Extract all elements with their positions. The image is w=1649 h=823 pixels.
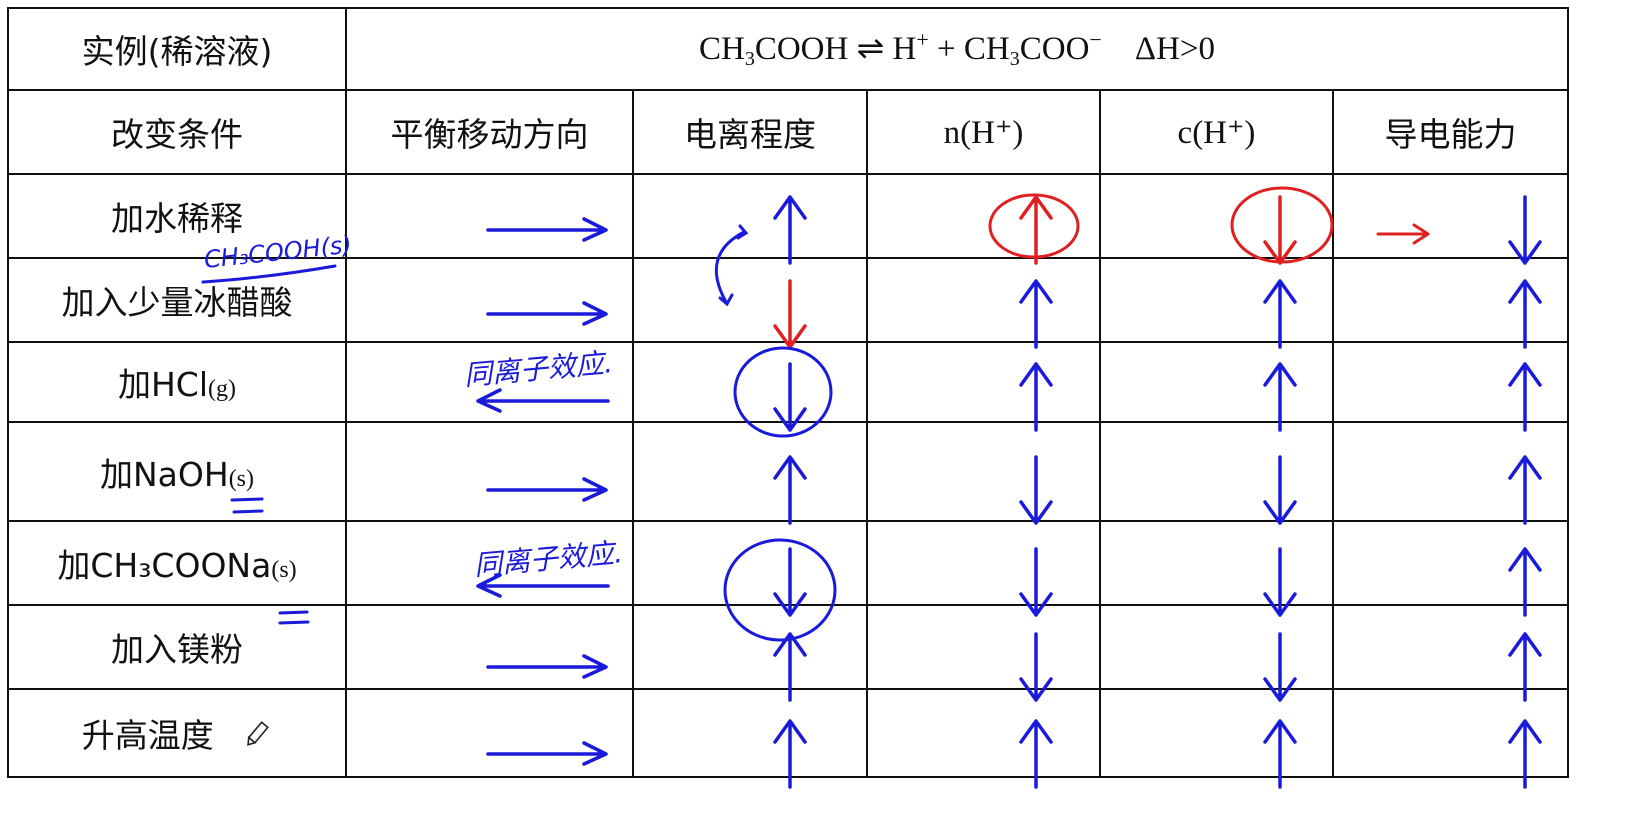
handwritten-arrow	[1019, 362, 1053, 432]
swap-arrow	[714, 230, 746, 304]
handwritten-arrow	[486, 301, 608, 326]
underline-mark	[201, 264, 337, 284]
col-header-condition: 改变条件	[7, 89, 347, 175]
handwritten-arrow	[1263, 547, 1297, 617]
handwritten-arrow	[486, 477, 608, 502]
equilibrium-table: 实例(稀溶液) CH3COOH ⇌ H+ + CH3COO− ΔH>0 改变条件…	[7, 7, 1569, 778]
handwritten-arrow	[773, 362, 807, 432]
handwritten-arrow	[1263, 632, 1297, 702]
example-label-cell: 实例(稀溶液)	[7, 7, 347, 91]
condition-cell: 加NaOH(s)	[7, 421, 347, 522]
handwritten-arrow	[1263, 195, 1297, 265]
handwritten-arrow	[1508, 195, 1542, 265]
pencil-icon[interactable]	[242, 718, 272, 757]
table-row: 加CH₃COONa(s)	[7, 520, 1569, 606]
col-header-c-h: c(H⁺)	[1099, 89, 1334, 175]
table-row: 升高温度	[7, 688, 1569, 778]
condition-cell: 加HCl(g)	[7, 341, 347, 423]
handwritten-note: 同离子效应.	[473, 536, 624, 582]
handwritten-arrow	[1019, 547, 1053, 617]
handwritten-arrow	[1376, 223, 1430, 245]
enthalpy-condition: ΔH>0	[1134, 31, 1216, 67]
condition-cell: 加水稀释	[7, 173, 347, 259]
circle-mark	[723, 538, 837, 642]
table-row: 加入镁粉	[7, 604, 1569, 690]
ionization-equation: CH3COOH ⇌ H+ + CH3COO− ΔH>0	[698, 27, 1216, 70]
header-row-columns: 改变条件 平衡移动方向 电离程度 n(H⁺) c(H⁺) 导电能力	[7, 89, 1569, 175]
col-header-n-h: n(H⁺)	[866, 89, 1101, 175]
example-label: 实例(稀溶液)	[81, 32, 273, 71]
circle-mark	[1230, 186, 1334, 264]
handwritten-arrow	[476, 388, 610, 413]
equilibrium-arrow: ⇌	[856, 31, 885, 67]
handwritten-arrow	[1019, 279, 1053, 349]
circle-mark	[988, 193, 1080, 259]
circle-mark	[733, 346, 833, 438]
handwritten-arrow	[1019, 719, 1053, 789]
handwritten-arrow	[1508, 279, 1542, 349]
handwritten-arrow	[476, 573, 610, 598]
col-header-ionization: 电离程度	[632, 89, 868, 175]
underline-mark	[278, 610, 310, 625]
header-row-example: 实例(稀溶液) CH3COOH ⇌ H+ + CH3COO− ΔH>0	[7, 7, 1569, 91]
handwritten-arrow	[1263, 279, 1297, 349]
handwritten-arrow	[1508, 362, 1542, 432]
table-row: 加水稀释	[7, 173, 1569, 259]
handwritten-arrow	[1263, 455, 1297, 525]
handwritten-arrow	[486, 654, 608, 679]
col-header-conductivity: 导电能力	[1332, 89, 1569, 175]
condition-cell: 加入镁粉	[7, 604, 347, 690]
condition-cell: 升高温度	[7, 688, 347, 778]
handwritten-arrow	[1508, 719, 1542, 789]
handwritten-arrow	[486, 741, 608, 766]
handwritten-note: 同离子效应.	[463, 346, 614, 392]
condition-cell: 加入少量冰醋酸	[7, 257, 347, 343]
handwritten-arrow	[486, 217, 608, 242]
handwritten-arrow	[773, 719, 807, 789]
col-header-shift: 平衡移动方向	[345, 89, 634, 175]
table-row: 加HCl(g)	[7, 341, 1569, 423]
handwritten-arrow	[1508, 547, 1542, 617]
condition-cell: 加CH₃COONa(s)	[7, 520, 347, 606]
handwritten-arrow	[773, 632, 807, 702]
handwritten-arrow	[773, 547, 807, 617]
handwritten-arrow	[1019, 632, 1053, 702]
handwritten-arrow	[1019, 195, 1053, 265]
handwritten-arrow	[773, 279, 807, 349]
handwritten-arrow	[1263, 362, 1297, 432]
table-row: 加入少量冰醋酸	[7, 257, 1569, 343]
handwritten-arrow	[1508, 455, 1542, 525]
handwritten-arrow	[773, 455, 807, 525]
equation-cell: CH3COOH ⇌ H+ + CH3COO− ΔH>0	[345, 7, 1569, 91]
handwritten-arrow	[1508, 632, 1542, 702]
handwritten-arrow	[1019, 455, 1053, 525]
table-row: 加NaOH(s)	[7, 421, 1569, 522]
underline-mark	[230, 497, 264, 514]
handwritten-arrow	[1263, 719, 1297, 789]
handwritten-arrow	[773, 195, 807, 265]
